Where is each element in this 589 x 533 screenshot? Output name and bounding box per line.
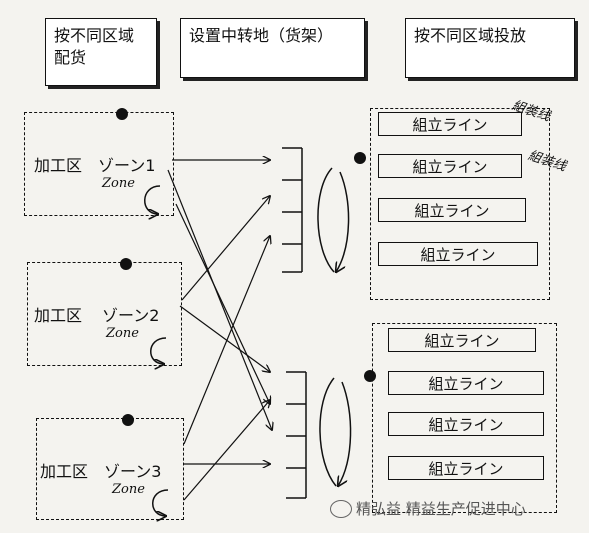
assembly-line-box: 組立ライン [388,456,544,480]
assembly-line-box: 組立ライン [388,328,536,352]
assembly-line-box: 組立ライン [378,198,526,222]
rack-loop-upper-return [336,171,350,272]
cycle-loop-zone-1 [144,185,161,214]
kanban-dot-panel-upper [354,152,366,164]
assembly-line-box: 組立ライン [388,371,544,395]
assembly-line-box: 組立ライン [388,412,544,436]
zone-1-name: ゾーン1 [98,156,156,175]
assembly-panel-upper [370,108,550,300]
zone-3-handwritten: Zone [112,482,145,497]
processing-zone-2 [27,262,182,366]
kanban-dot-panel-lower [364,370,376,382]
kanban-dot-zone-3 [122,414,134,426]
header-staging-rack-text: 设置中转地（货架） [189,26,334,45]
header-zone-dispatch-text: 按不同区域投放 [414,26,527,45]
watermark: 精弘益 精益生产促进中心 [356,500,526,518]
staging-rack-lower [286,371,307,499]
assembly-line-box: 組立ライン [378,242,538,266]
zone-1-label: 加工区 [34,156,83,175]
staging-rack-upper [282,147,303,273]
zone-2-name: ゾーン2 [102,306,160,325]
rack-loop-upper [317,167,335,273]
kanban-dot-zone-1 [116,108,128,120]
rack-loop-lower [319,377,337,487]
kanban-dot-zone-2 [120,258,132,270]
zone-2-handwritten: Zone [106,326,139,341]
assembly-line-box: 組立ライン [378,154,522,178]
flow-arrows [167,160,272,501]
header-zone-dispatch: 按不同区域投放 [405,18,575,78]
cycle-loop-zone-3 [152,489,169,516]
processing-zone-1 [24,112,174,216]
header-staging-rack: 设置中转地（货架） [180,18,365,78]
zone-3-name: ゾーン3 [104,462,162,481]
header-zone-delivery-text: 按不同区域配货 [54,26,135,67]
zone-1-handwritten: Zone [102,176,135,191]
cycle-loop-zone-2 [150,337,167,364]
assembly-panel-lower [372,323,557,513]
rack-loop-lower-return [338,381,352,486]
processing-zone-3 [36,418,184,520]
zone-2-label: 加工区 [34,306,83,325]
header-zone-delivery: 按不同区域配货 [45,18,157,86]
assembly-line-box: 組立ライン [378,112,522,136]
zone-3-label: 加工区 [40,462,89,481]
wechat-icon [330,500,352,518]
